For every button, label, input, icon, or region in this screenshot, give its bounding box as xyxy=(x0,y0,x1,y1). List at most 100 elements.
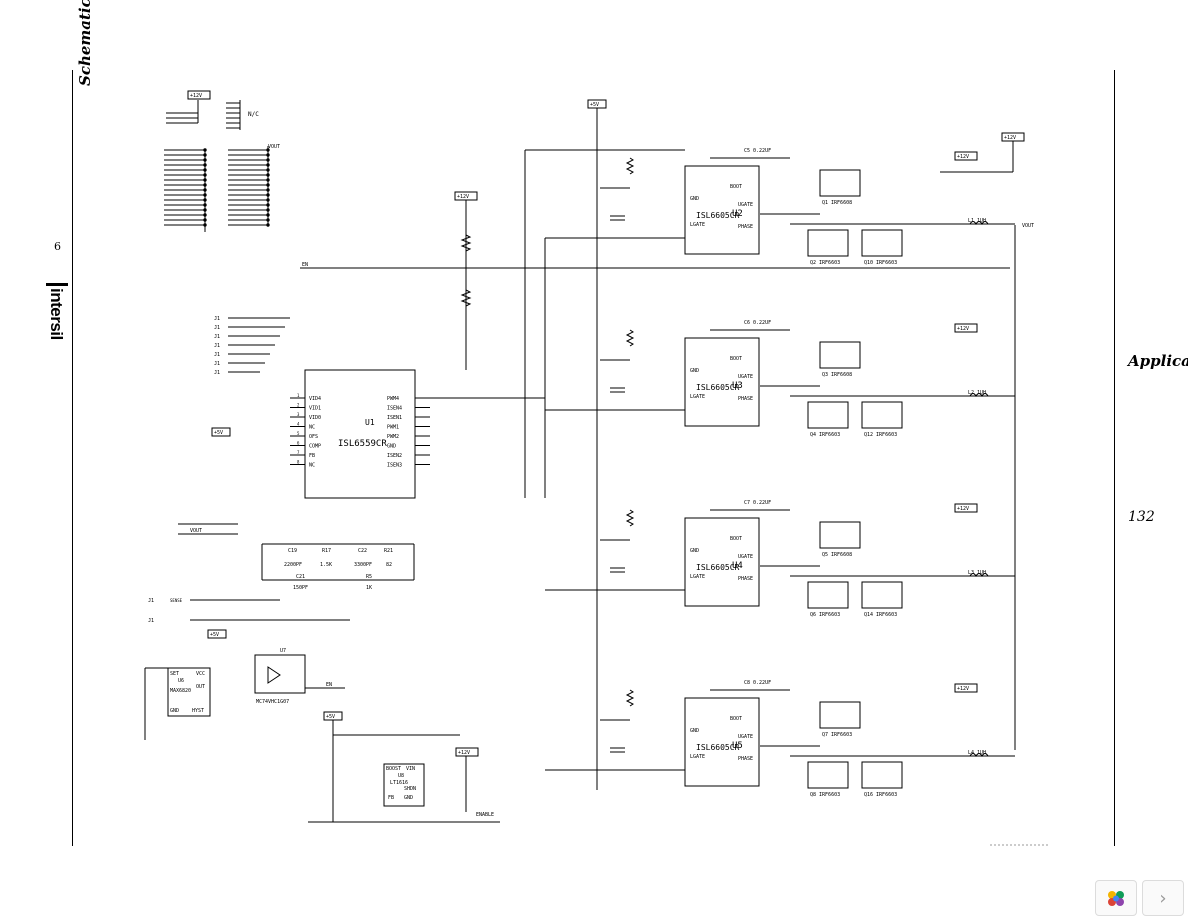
bootstrap-cap-label: C5 0.22UF xyxy=(744,148,771,154)
svg-text:LT1616: LT1616 xyxy=(390,780,408,786)
u1-pin-right: GND xyxy=(387,444,396,450)
page-number: 6 xyxy=(54,240,61,253)
driver-part: ISL6605CR xyxy=(696,743,740,752)
right-rule xyxy=(1114,70,1115,846)
svg-text:C22: C22 xyxy=(358,548,367,554)
svg-text:82: 82 xyxy=(386,562,392,568)
u1-pin-right: PWM1 xyxy=(387,425,399,431)
output-inductor: L1 1UH xyxy=(968,218,986,224)
svg-text:FB: FB xyxy=(388,795,394,801)
driver-ref: U2 xyxy=(732,209,743,219)
svg-text:5: 5 xyxy=(297,431,300,436)
svg-text:R5: R5 xyxy=(366,574,372,580)
compensation-network: C19 2200PF R17 1.5K C22 3300PF R21 82 C2… xyxy=(261,543,415,591)
driver-part: ISL6605CR xyxy=(696,383,740,392)
svg-text:+12V: +12V xyxy=(457,194,469,200)
svg-text:MAX6820: MAX6820 xyxy=(170,688,191,694)
svg-text:+5V: +5V xyxy=(326,714,335,720)
enable-label: ENABLE xyxy=(476,812,494,818)
boost-regulator: +5V BOOST VIN U8 LT1616 SHDN FB GND +12V… xyxy=(308,711,500,823)
svg-text:HYST: HYST xyxy=(192,708,204,714)
rail-label-12v: +12V xyxy=(190,93,202,99)
svg-text:LGATE: LGATE xyxy=(690,754,705,760)
svg-text:GND: GND xyxy=(690,368,699,374)
low-side-fet: Q12 IRF6603 xyxy=(864,432,897,438)
u1-pin-left: NC xyxy=(309,463,315,469)
svg-text:1: 1 xyxy=(297,393,300,398)
svg-text:3300PF: 3300PF xyxy=(354,562,372,568)
u1-ref: U1 xyxy=(365,418,375,427)
low-side-fet: Q14 IRF6603 xyxy=(864,612,897,618)
viewer-logo-icon[interactable] xyxy=(1095,880,1137,916)
svg-text:4: 4 xyxy=(297,422,300,427)
svg-text:UGATE: UGATE xyxy=(738,734,753,740)
vout-label-header: VOUT xyxy=(268,144,280,150)
svg-text:SENSE: SENSE xyxy=(170,598,183,603)
output-inductor: L3 1UH xyxy=(968,570,986,576)
bootstrap-cap-label: C7 0.22UF xyxy=(744,500,771,506)
u1-pin-left: OFS xyxy=(309,434,318,440)
chevron-right-icon: › xyxy=(1159,887,1167,909)
svg-text:EN: EN xyxy=(326,682,332,688)
svg-text:GND: GND xyxy=(690,728,699,734)
svg-text:BOOT: BOOT xyxy=(730,184,742,190)
logo-bar xyxy=(46,283,68,286)
svg-text:R17: R17 xyxy=(322,548,331,554)
svg-text:U7: U7 xyxy=(280,648,286,654)
high-side-fet: Q5 IRF6608 xyxy=(822,552,852,558)
svg-text:UGATE: UGATE xyxy=(738,202,753,208)
low-side-fet: Q8 IRF6603 xyxy=(810,792,840,798)
u1-pin-right: PWM2 xyxy=(387,434,399,440)
svg-text:GND: GND xyxy=(690,196,699,202)
svg-text:BOOT: BOOT xyxy=(730,716,742,722)
svg-text:1K: 1K xyxy=(366,585,372,591)
u1-pin-right: ISEN1 xyxy=(387,415,402,421)
driver-part: ISL6605CR xyxy=(696,563,740,572)
right-header: Applicati xyxy=(1128,352,1188,370)
u1-controller: U1 ISL6559CR VID41VID12VID03NC4OFS5COMP6… xyxy=(290,369,430,499)
svg-text:PHASE: PHASE xyxy=(738,224,753,230)
svg-text:3: 3 xyxy=(297,412,300,417)
svg-text:+5V: +5V xyxy=(210,632,219,638)
svg-text:J1: J1 xyxy=(214,316,220,322)
svg-text:SET: SET xyxy=(170,671,179,677)
svg-text:+12V: +12V xyxy=(957,686,969,692)
right-number: 132 xyxy=(1128,509,1155,525)
svg-text:PHASE: PHASE xyxy=(738,396,753,402)
low-side-fet: Q10 IRF6603 xyxy=(864,260,897,266)
svg-text:VOUT: VOUT xyxy=(190,528,202,534)
svg-text:PHASE: PHASE xyxy=(738,756,753,762)
bootstrap-cap-label: C6 0.22UF xyxy=(744,320,771,326)
svg-text:VIN: VIN xyxy=(406,766,415,772)
driver-part: ISL6605CR xyxy=(696,211,740,220)
svg-text:8: 8 xyxy=(297,460,300,465)
driver-ref: U3 xyxy=(732,381,743,391)
svg-text:+12V: +12V xyxy=(458,750,470,756)
svg-text:J1: J1 xyxy=(214,325,220,331)
u1-pin-right: PWM4 xyxy=(387,396,399,402)
svg-text:MC74VHC1G07: MC74VHC1G07 xyxy=(256,699,289,705)
svg-text:6: 6 xyxy=(297,441,300,446)
connector-header-top: +12V N/C xyxy=(166,90,259,130)
u1-pin-right: ISEN4 xyxy=(387,406,402,412)
svg-text:2: 2 xyxy=(297,403,300,408)
svg-text:LGATE: LGATE xyxy=(690,222,705,228)
svg-text:OUT: OUT xyxy=(196,684,205,690)
svg-text:UGATE: UGATE xyxy=(738,374,753,380)
svg-text:+12V: +12V xyxy=(957,154,969,160)
svg-text:PHASE: PHASE xyxy=(738,576,753,582)
svg-text:LGATE: LGATE xyxy=(690,394,705,400)
u1-pin-left: FB xyxy=(309,453,315,459)
svg-text:GND: GND xyxy=(170,708,179,714)
u1-part: ISL6559CR xyxy=(338,439,387,449)
next-page-button[interactable]: › xyxy=(1142,880,1184,916)
svg-text:2200PF: 2200PF xyxy=(284,562,302,568)
svg-text:BOOT: BOOT xyxy=(730,536,742,542)
u1-pin-right: ISEN3 xyxy=(387,463,402,469)
u1-pin-left: VID4 xyxy=(309,396,321,402)
svg-text:R21: R21 xyxy=(384,548,393,554)
svg-text:BOOST: BOOST xyxy=(386,766,401,772)
